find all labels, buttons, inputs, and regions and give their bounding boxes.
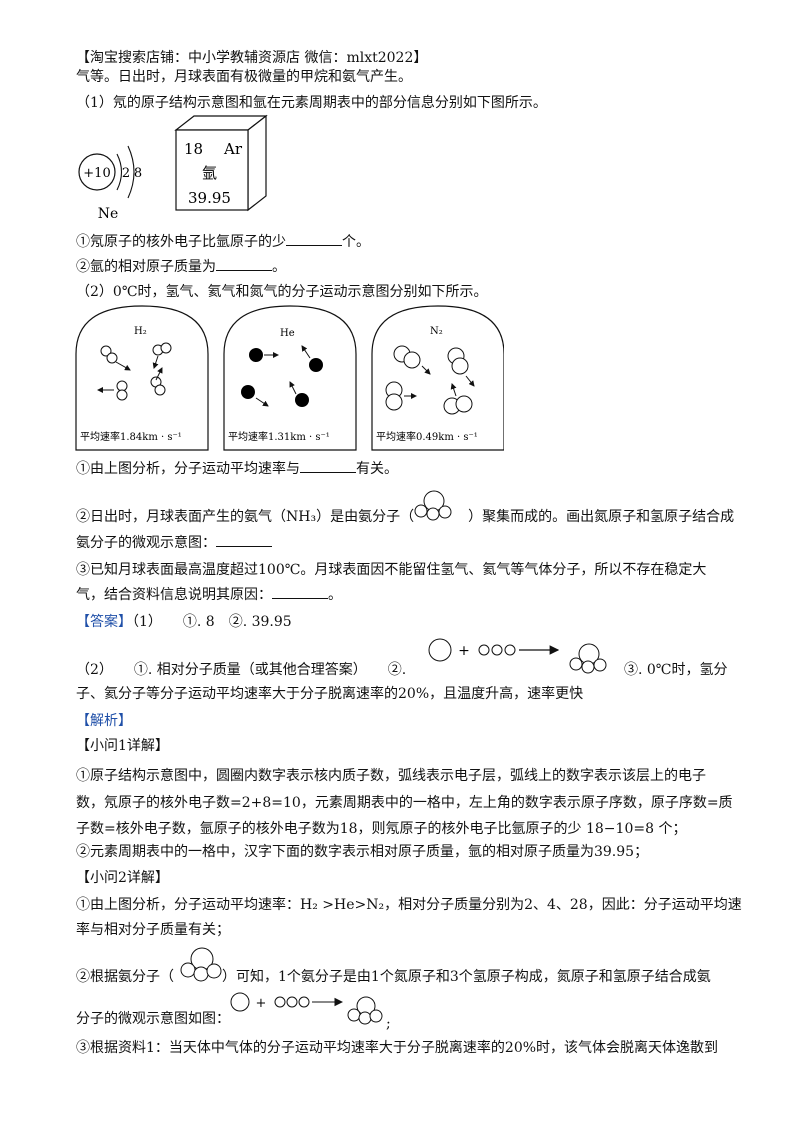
header-banner: 【淘宝搜索店铺：中小学教辅资源店 微信：mlxt2022】	[76, 50, 428, 66]
container-h2-label: H₂	[134, 326, 147, 337]
container-he-speed: 平均速率1.31km · s⁻¹	[228, 430, 330, 443]
question-2-3-cont: 气，结合资料信息说明其原因：。	[76, 584, 756, 605]
container-h2-speed: 平均速率1.84km · s⁻¹	[80, 430, 182, 443]
answer-2: （2） ①. 相对分子质量（或其他合理答案） ②.	[76, 662, 407, 678]
container-n2-speed: 平均速率0.49km · s⁻¹	[376, 430, 478, 443]
ammonia-molecule-icon-analysis	[180, 947, 222, 982]
answer-blank	[300, 458, 356, 473]
container-n2-label: N₂	[430, 326, 443, 337]
question-1-1: ①氖原子的核外电子比氩原子的少个。	[76, 231, 756, 252]
question-1: （1）氖的原子结构示意图和氩在元素周期表中的部分信息分别如下图所示。	[76, 95, 547, 111]
ar-number: 18	[184, 140, 203, 158]
container-he: He 平均速率1.31km · s⁻¹	[223, 305, 357, 451]
container-h2: H₂ 平均速率1.84km · s⁻¹	[75, 305, 209, 451]
question-1-2: ②氩的相对原子质量为。	[76, 256, 756, 277]
neon-atom-diagram: +10 2 8 Ne	[78, 145, 142, 222]
analysis-s2-p2-cont: 分子的微观示意图如图：	[76, 1011, 230, 1027]
answer-2-part-3: ③. 0℃时，氢分	[624, 662, 728, 678]
analysis-s2-p1-line2: 率与相对分子质量有关；	[76, 922, 230, 938]
analysis-s1-p1-line3: 子数=核外电子数，氩原子的核外电子数为18，则氖原子的核外电子比氩原子的少 18…	[76, 821, 687, 837]
question-2-1: ①由上图分析，分子运动平均速率与有关。	[76, 458, 756, 479]
analysis-s1-p1-line2: 数，氖原子的核外电子数=2+8=10，元素周期表中的一格中，左上角的数字表示原子…	[76, 795, 733, 811]
question-2-3: ③已知月球表面最高温度超过100℃。月球表面因不能留住氢气、氦气等气体分子，所以…	[76, 562, 707, 578]
analysis-s1-p2: ②元素周期表中的一格中，汉字下面的数字表示相对原子质量，氩的相对原子质量为39.…	[76, 844, 649, 860]
analysis-section-2-title: 【小问2详解】	[76, 870, 169, 886]
ne-nucleus: +10	[83, 166, 110, 181]
analysis-s2-p1-line1: ①由上图分析，分子运动平均速率：H₂ >He>N₂，相对分子质量分别为2、4、2…	[76, 897, 742, 913]
answer-tag: 【答案】	[76, 614, 132, 630]
analysis-section-1-title: 【小问1详解】	[76, 738, 169, 754]
ammonia-formation-diagram-analysis: +	[230, 992, 383, 1025]
answer-1: 【答案】（1） ①. 8 ②. 39.95	[76, 614, 292, 630]
ar-name: 氩	[202, 164, 217, 182]
svg-text:+: +	[256, 996, 267, 1011]
answer-blank	[272, 584, 328, 599]
ar-symbol: Ar	[223, 140, 243, 158]
analysis-s2-p2-end: ;	[386, 1016, 391, 1032]
question-2: （2）0℃时，氢气、氦气和氮气的分子运动示意图分别如下所示。	[76, 284, 488, 300]
analysis-s1-p1-line1: ①原子结构示意图中，圆圈内数字表示核内质子数，弧线表示电子层，弧线上的数字表示该…	[76, 768, 706, 784]
answer-blank	[216, 532, 272, 547]
intro-text: 气等。日出时，月球表面有极微量的甲烷和氨气产生。	[76, 69, 412, 85]
question-2-2: ②日出时，月球表面产生的氨气（NH₃）是由氨分子（）聚集而成的。画出氮原子和氢原…	[76, 509, 735, 525]
analysis-s2-p3: ③根据资料1：当天体中气体的分子运动平均速率大于分子脱离速率的20%时，该气体会…	[76, 1040, 719, 1056]
ar-mass: 39.95	[188, 189, 231, 207]
analysis-tag: 【解析】	[76, 713, 132, 729]
answer-blank	[216, 256, 272, 271]
question-2-2-cont: 氨分子的微观示意图：	[76, 532, 756, 553]
ne-shell-1: 2	[122, 166, 130, 181]
molecule-containers: H₂ 平均速率1.84km · s⁻¹ He	[75, 305, 504, 451]
ne-symbol: Ne	[98, 206, 119, 222]
ne-shell-2: 8	[134, 166, 142, 181]
ammonia-formation-diagram-answer: +	[428, 638, 607, 674]
container-n2: N₂ 平均速率0.49km · s⁻¹	[371, 305, 504, 451]
analysis-s2-p2: ②根据氨分子（）可知，1个氨分子是由1个氮原子和3个氢原子构成，氮原子和氢原子结…	[76, 969, 711, 985]
ammonia-molecule-icon	[414, 490, 452, 521]
argon-periodic-cell: 18 Ar 氩 39.95	[174, 114, 268, 212]
answer-blank	[286, 231, 342, 246]
container-he-label: He	[280, 328, 295, 339]
plus-sign: +	[458, 643, 470, 659]
answer-2-cont: 子、氦分子等分子运动平均速率大于分子脱离速率的20%，且温度升高，速率更快	[76, 686, 584, 702]
